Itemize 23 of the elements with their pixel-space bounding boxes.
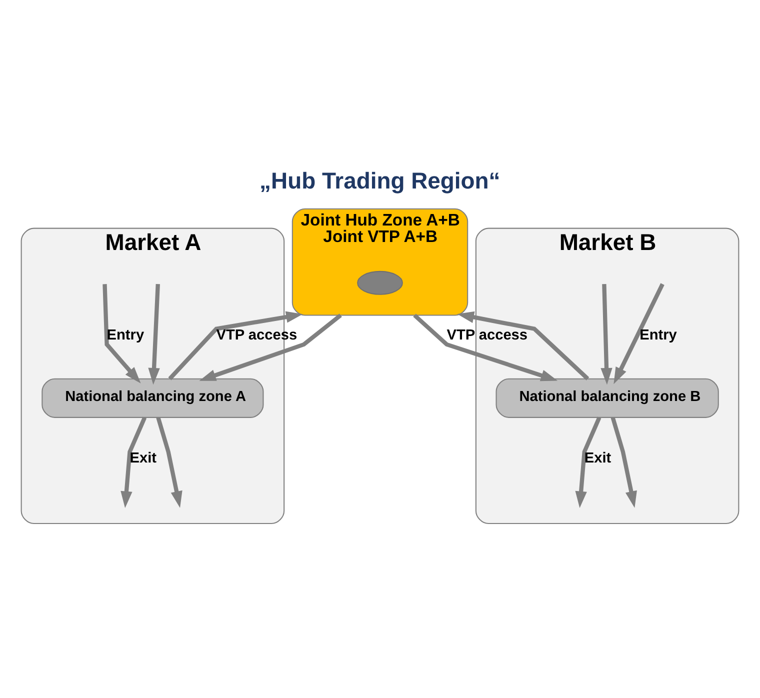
arrow — [102, 284, 141, 383]
node-box: National balancing zone B — [496, 378, 719, 418]
diagram-title: „Hub Trading Region“ — [260, 167, 500, 194]
arrow — [614, 282, 664, 384]
arrow — [199, 313, 342, 380]
arrow — [413, 313, 558, 381]
arrow — [600, 283, 612, 384]
edge-label: Entry — [106, 326, 144, 343]
edge-label: VTP access — [216, 326, 298, 343]
node-ellipse — [357, 270, 403, 294]
arrow — [168, 310, 303, 380]
arrow — [156, 416, 182, 508]
edge-label: Entry — [640, 326, 677, 343]
arrow — [575, 416, 602, 508]
edge-label: Exit — [584, 450, 612, 466]
edge-label: VTP access — [446, 326, 528, 343]
arrow — [457, 310, 590, 380]
node-box: National balancing zone A — [42, 378, 264, 418]
arrow — [120, 416, 147, 508]
cluster: Joint Hub Zone A+B Joint VTP A+B — [292, 208, 468, 316]
arrow — [610, 416, 637, 508]
edge-label: Exit — [130, 450, 156, 466]
arrow — [148, 283, 160, 384]
